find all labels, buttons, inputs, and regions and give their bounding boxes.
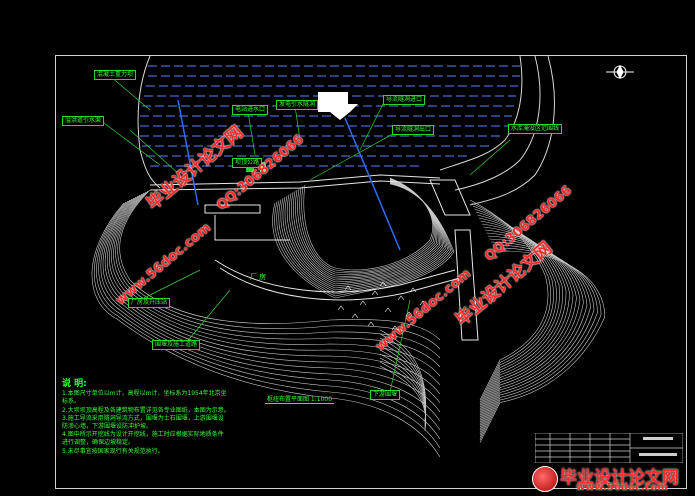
rock-symbol — [371, 290, 379, 296]
rock-symbol — [359, 300, 367, 306]
callout-label: 围堰及施工道路 — [152, 340, 201, 350]
callout-label: 坝顶公路 — [232, 158, 263, 168]
contour-line — [109, 194, 441, 386]
callout-label: 导流隧洞出口 — [392, 125, 435, 135]
contour-line — [278, 182, 450, 293]
contour-line — [117, 190, 441, 350]
notes-heading: 说 明: — [62, 379, 87, 389]
dam-structures — [149, 174, 479, 341]
notes-line: 2.大坝坝顶高程及各建筑物布置详见各专业图纸，本图为示意。 — [62, 406, 230, 414]
rock-symbol — [351, 313, 359, 319]
contour-line — [479, 232, 584, 428]
rock-symbol — [419, 300, 427, 306]
title-block-grid — [535, 433, 683, 463]
rock-symbol — [337, 305, 345, 311]
contour-line — [91, 202, 441, 458]
contour-line — [379, 365, 427, 431]
terrain-contours — [91, 177, 605, 458]
dam-axis-lines — [177, 99, 401, 251]
contour-line — [100, 198, 441, 422]
rock-symbol — [384, 307, 392, 313]
rock-symbol — [409, 287, 417, 293]
callout-label: 水库淹没区范围线 — [508, 124, 563, 134]
footer-brand: 毕业设计论文网 www.56doc.com — [528, 462, 692, 494]
contour-line — [111, 193, 441, 377]
contour-line — [478, 217, 567, 416]
contour-line — [102, 197, 441, 413]
rock-symbol — [344, 285, 352, 291]
callout-label: 下游围堰 — [370, 390, 401, 400]
notes-line: 4.图中所示开挖线为设计开挖线，施工时应根据实际地质条件 — [62, 431, 224, 439]
contour-line — [479, 223, 574, 421]
contour-line — [479, 244, 598, 438]
callout-label: 厂房及升压站 — [128, 298, 171, 308]
reservoir-shoreline — [137, 55, 555, 206]
contour-line — [475, 211, 560, 411]
callout-label: 导流隧洞进口 — [383, 95, 426, 105]
powerhouse-label: 厂 房 — [250, 273, 267, 281]
contour-line — [479, 229, 581, 426]
contour-line — [479, 220, 570, 418]
notes-line: 3.施工导流采用隧洞导流方式，围堰为土石围堰，上游围堰设 — [62, 414, 224, 422]
notes-line: 5.未尽事宜按国家现行有关规范执行。 — [62, 447, 164, 455]
notes-line: 进行调整，确保边坡稳定。 — [62, 439, 135, 447]
contour-line — [104, 196, 441, 404]
north-arrow — [606, 64, 634, 80]
notes-line: 防渗心墙，下游围堰设防冲护坡。 — [62, 423, 153, 431]
brand-url: www.56doc.com — [576, 482, 668, 493]
contour-line — [272, 183, 455, 299]
title-block — [535, 433, 683, 488]
callout-label: 混凝土重力坝 — [94, 70, 137, 80]
brand-logo-icon — [532, 466, 558, 492]
contour-line — [113, 192, 441, 368]
notes-line: 1.本图尺寸单位以m计，高程以m计，坐标系为1954年北京坐标系。 — [62, 390, 227, 406]
contour-line — [479, 250, 605, 443]
rock-symbols — [337, 281, 427, 331]
contour-line — [479, 241, 595, 436]
brand-name: 毕业设计论文网 — [560, 468, 679, 488]
callout-label: 溢洪道引水渠 — [62, 116, 105, 126]
rock-symbol — [405, 311, 413, 317]
rock-symbol — [367, 321, 375, 327]
callout-label: 电站进水口 — [232, 105, 269, 115]
contour-line — [479, 247, 602, 441]
rock-symbol — [397, 295, 405, 301]
contour-line — [479, 235, 588, 431]
flow-direction-arrow — [318, 92, 358, 120]
contour-line — [284, 181, 445, 287]
drawing-frame — [55, 55, 687, 489]
contour-line — [119, 189, 441, 341]
contour-line — [479, 238, 591, 433]
rock-symbol — [391, 325, 399, 331]
contour-line — [477, 214, 563, 413]
plan-title: 枢纽布置平面图 1:1000 — [265, 396, 335, 404]
contour-line — [479, 226, 577, 423]
notes-block: 说 明: 1.本图尺寸单位以m计，高程以m计，坐标系为1954年北京坐标系。 2… — [62, 379, 232, 456]
callout-label: 发电引水隧洞 — [276, 100, 319, 110]
contour-line — [93, 201, 441, 449]
rock-symbol — [379, 281, 387, 287]
